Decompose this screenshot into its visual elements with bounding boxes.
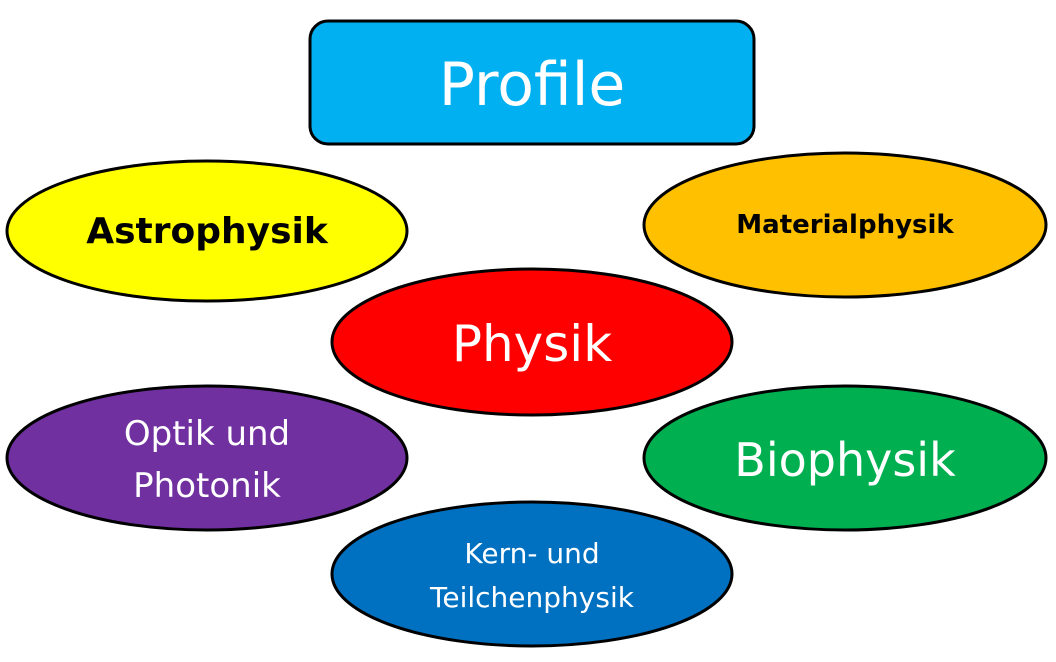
node-optik-photonik: Optik und Photonik — [5, 384, 409, 532]
biophysik-label: Biophysik — [734, 433, 956, 487]
node-physik: Physik — [330, 267, 734, 417]
profile-title: Profile — [439, 50, 626, 120]
node-kern-teilchenphysik: Kern- und Teilchenphysik — [330, 500, 734, 648]
kern-label-line1: Kern- und — [464, 537, 599, 570]
profile-title-box: Profile — [308, 19, 756, 146]
astrophysik-label: Astrophysik — [86, 211, 329, 252]
node-astrophysik: Astrophysik — [5, 159, 409, 303]
node-biophysik: Biophysik — [642, 384, 1048, 532]
materialphysik-label: Materialphysik — [736, 210, 954, 240]
optik-label-line1: Optik und — [124, 414, 290, 454]
node-materialphysik: Materialphysik — [642, 151, 1048, 299]
kern-label-line2: Teilchenphysik — [429, 581, 635, 614]
optik-label-line2: Photonik — [133, 466, 281, 506]
physik-label: Physik — [452, 315, 612, 373]
